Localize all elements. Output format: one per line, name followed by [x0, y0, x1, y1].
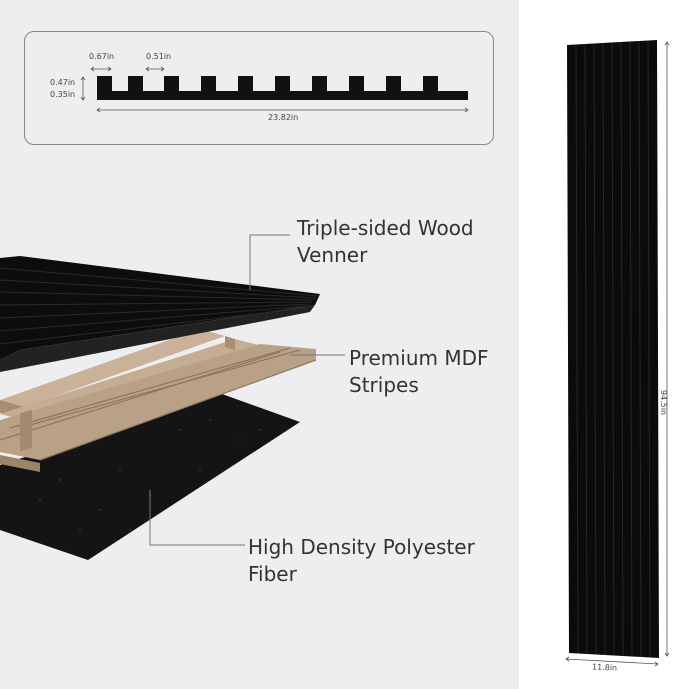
felt-layer: [0, 394, 300, 560]
slat-width-label: 0.67in: [89, 52, 115, 61]
veneer-callout-line2: Venner: [297, 243, 368, 267]
veneer-slats-layer: [0, 256, 320, 372]
veneer-slat-lines: [0, 267, 319, 345]
mdf-callout: Premium MDF Stripes: [349, 345, 489, 399]
mdf-stripe-ends: [20, 409, 32, 452]
mdf-stripes: [0, 329, 316, 472]
total-width-label: 23.82in: [268, 113, 299, 122]
panel-width-label: 11.8in: [591, 662, 618, 673]
panel-height-label: 94.5in: [659, 390, 668, 416]
veneer-callout: Triple-sided Wood Venner: [297, 215, 474, 269]
mdf-callout-line2: Stripes: [349, 373, 419, 397]
slat-height-label: 0.47in: [50, 78, 76, 87]
callout-leaders: [149, 234, 345, 546]
fiber-callout-line2: Fiber: [248, 562, 297, 586]
veneer-callout-line1: Triple-sided Wood: [297, 216, 474, 240]
mdf-callout-line1: Premium MDF: [349, 346, 489, 370]
fiber-callout: High Density Polyester Fiber: [248, 534, 475, 588]
felt-texture: [38, 418, 262, 532]
fiber-callout-line1: High Density Polyester: [248, 535, 475, 559]
profile-diagram-frame: [24, 31, 494, 145]
base-thickness-label: 0.35in: [50, 90, 76, 99]
profile-cross-section: [97, 76, 468, 100]
gap-width-label: 0.51in: [146, 52, 172, 61]
acoustic-panel: [567, 40, 659, 658]
profile-dimension-lines: [80, 66, 469, 113]
mdf-stripe-lines: [0, 347, 317, 461]
panel-dimension-lines: [565, 41, 670, 667]
